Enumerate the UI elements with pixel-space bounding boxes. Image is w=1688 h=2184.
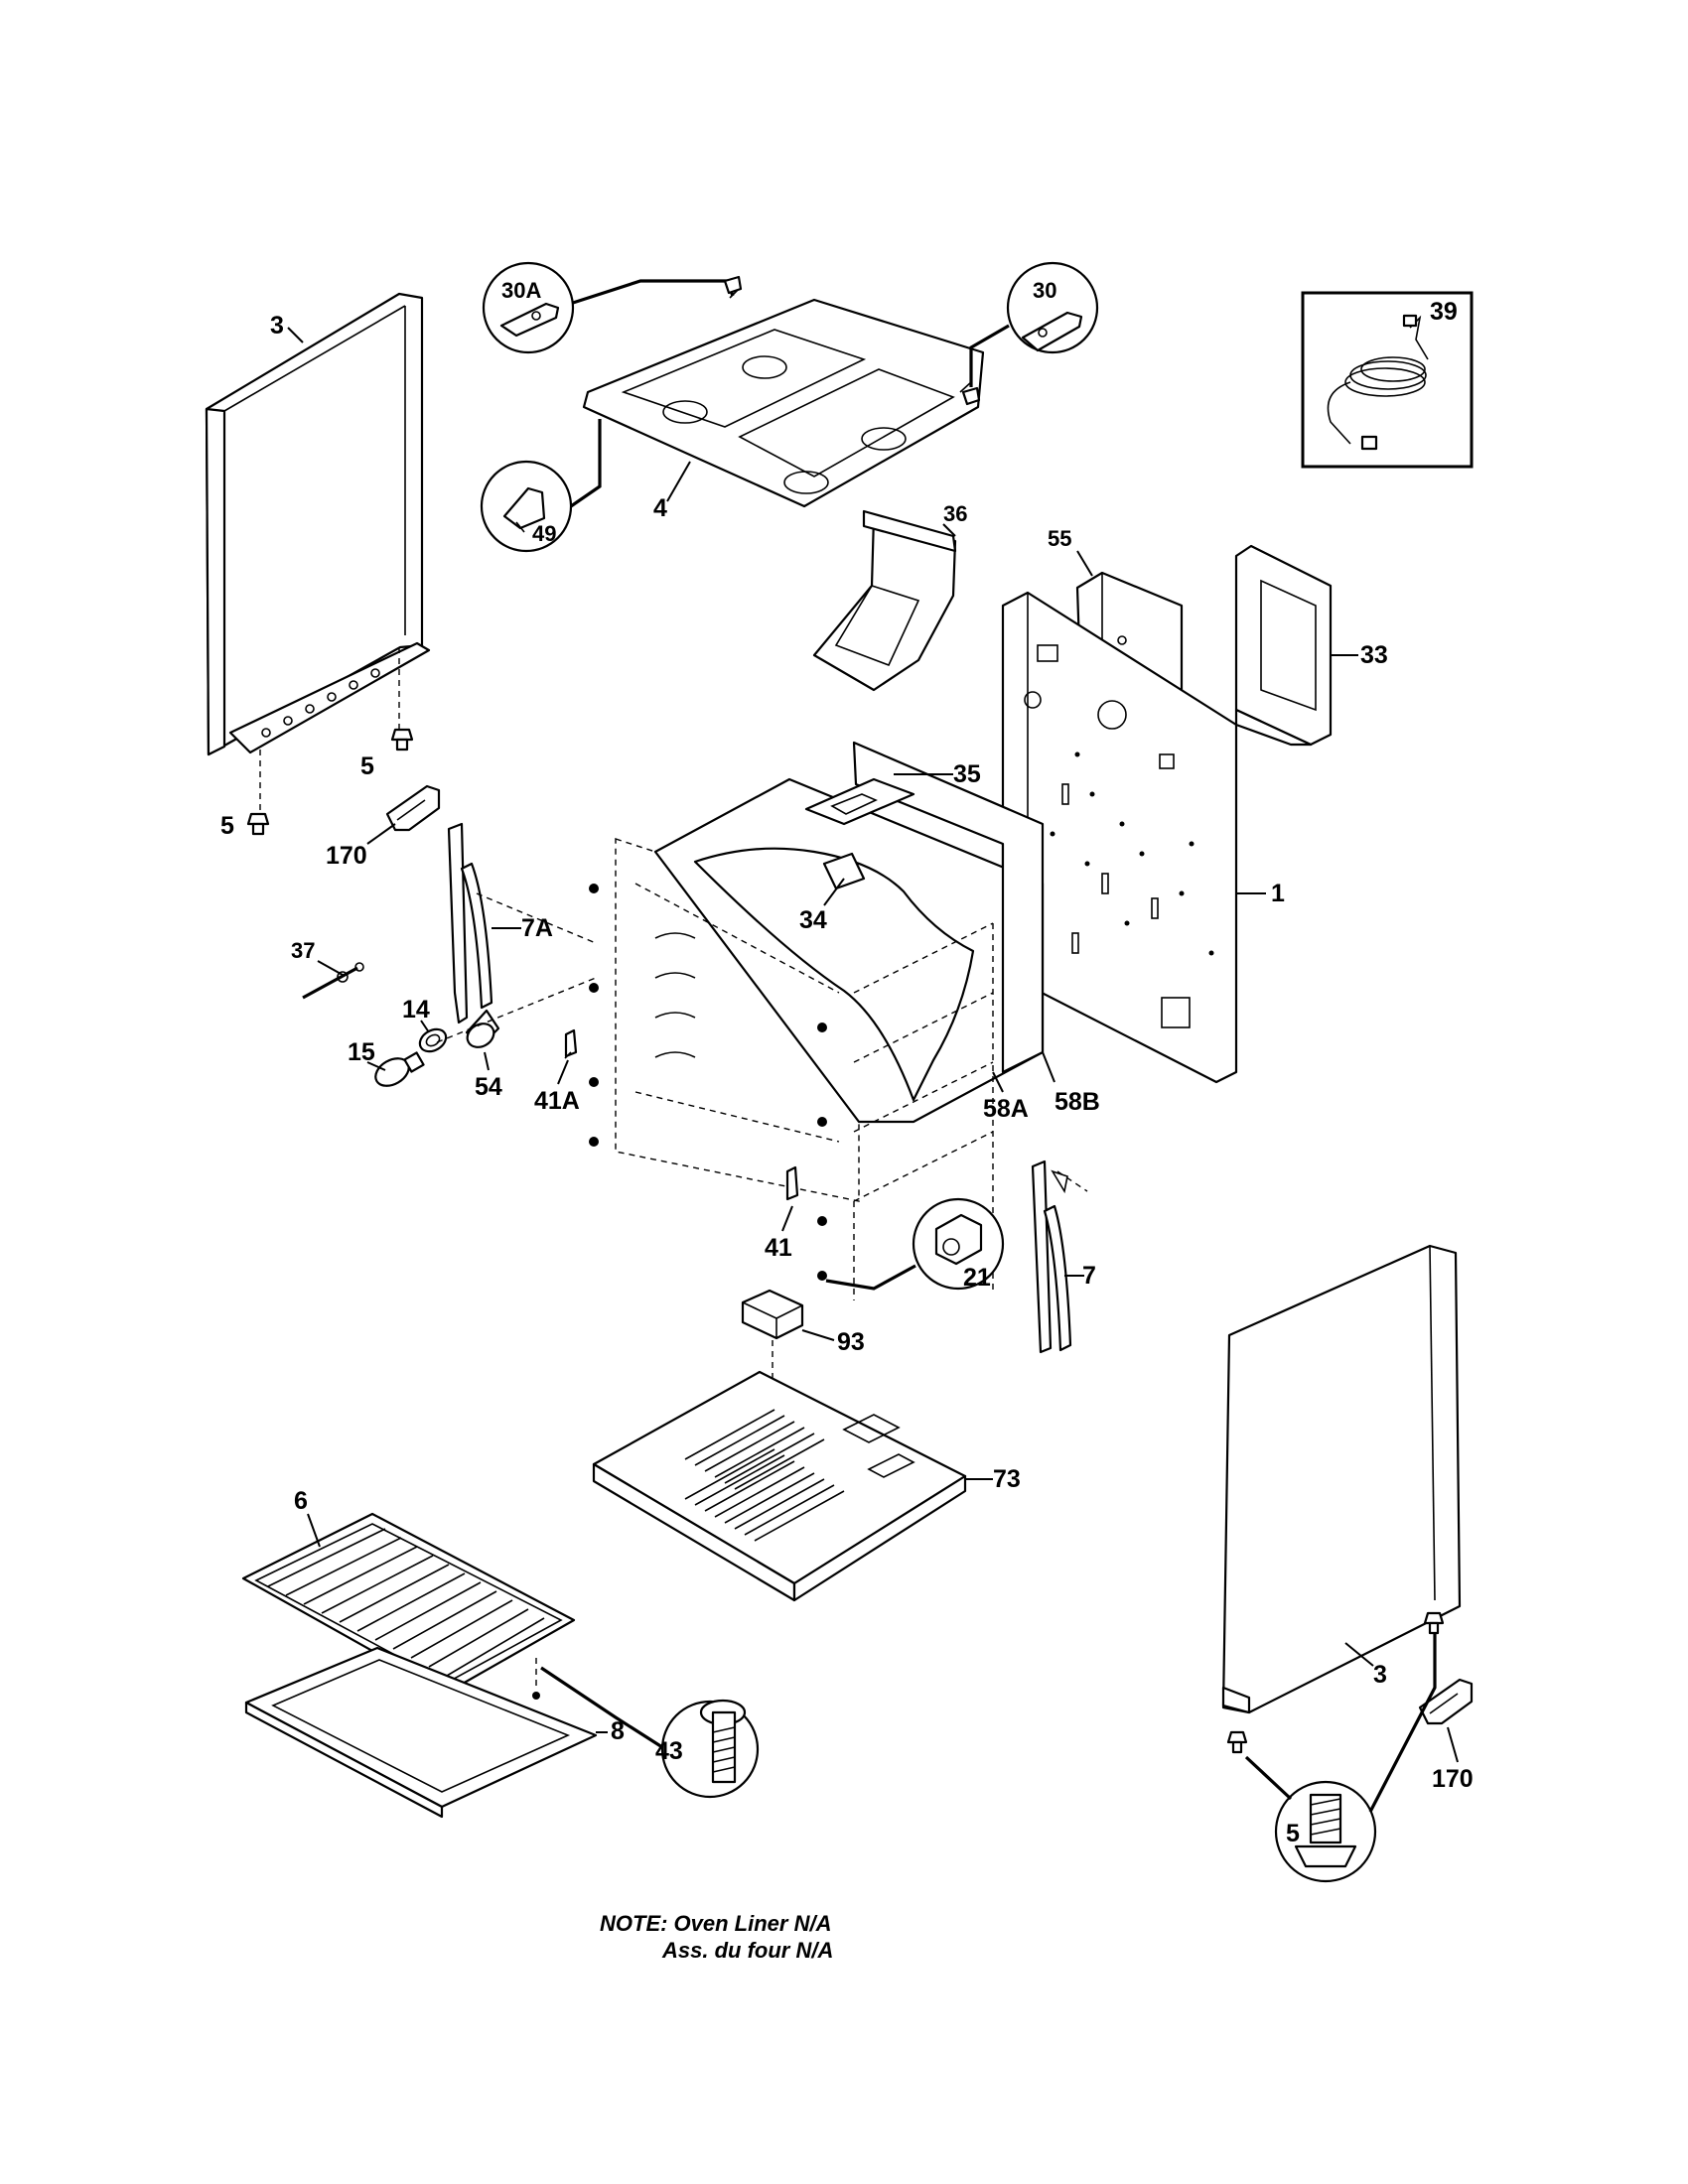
label-49: 49	[532, 521, 556, 546]
label-37: 37	[291, 938, 315, 963]
label-21: 21	[963, 1264, 991, 1292]
label-5-a: 5	[360, 752, 374, 780]
label-170-right: 170	[1432, 1765, 1474, 1793]
clip-41	[785, 1165, 799, 1201]
label-14: 14	[402, 996, 430, 1024]
light-bulb-15	[374, 1051, 425, 1087]
clip-41A	[564, 1028, 578, 1059]
screw-5-b	[246, 812, 270, 836]
wire-37	[302, 962, 364, 1000]
label-7A: 7A	[521, 914, 553, 942]
label-54: 54	[475, 1073, 502, 1101]
right-panel-screws	[1226, 1611, 1445, 1754]
note-line-1: NOTE: Oven Liner N/A	[600, 1911, 831, 1936]
oven-cavity	[615, 741, 1045, 1300]
right-side-panel	[1221, 1244, 1462, 1714]
label-8: 8	[611, 1717, 625, 1745]
label-5-circle: 5	[1286, 1820, 1300, 1847]
label-34: 34	[799, 906, 827, 934]
hinge-7	[1031, 1160, 1088, 1354]
socket-14	[418, 1027, 448, 1053]
label-93: 93	[837, 1328, 865, 1356]
label-5-b: 5	[220, 812, 234, 840]
label-15: 15	[348, 1038, 375, 1066]
left-side-panel	[205, 292, 431, 814]
label-58B: 58B	[1055, 1088, 1100, 1116]
label-3-right: 3	[1373, 1661, 1387, 1689]
label-33: 33	[1360, 641, 1388, 669]
detail-30A	[482, 261, 575, 354]
label-39: 39	[1430, 298, 1458, 326]
note-line-2: Ass. du four N/A	[661, 1938, 833, 1963]
cavity-screws-left	[589, 884, 827, 1281]
label-4: 4	[653, 494, 667, 522]
side-bracket-33	[1234, 544, 1333, 747]
bracket-170-right	[1418, 1678, 1474, 1725]
screw-5-a	[390, 728, 414, 751]
vent-duct-36	[812, 509, 957, 692]
bracket-170-left	[385, 784, 441, 832]
label-3-left: 3	[270, 312, 284, 340]
hinge-7A	[447, 822, 597, 1024]
main-top	[582, 287, 985, 508]
label-41A: 41A	[534, 1087, 580, 1115]
detail-39-power-cord	[1301, 291, 1474, 469]
label-55: 55	[1048, 526, 1071, 551]
label-35: 35	[953, 760, 981, 788]
bottom-panel-73	[592, 1370, 967, 1602]
part-93	[741, 1289, 804, 1340]
label-1: 1	[1271, 880, 1285, 907]
label-73: 73	[993, 1465, 1021, 1493]
label-170-left: 170	[326, 842, 367, 870]
label-43: 43	[655, 1737, 683, 1765]
label-7: 7	[1082, 1262, 1096, 1290]
label-30: 30	[1033, 278, 1056, 303]
detail-30	[1006, 261, 1099, 354]
detail-21	[912, 1197, 1005, 1291]
broiler-pan-8	[244, 1646, 598, 1819]
detail-43-screw	[660, 1699, 760, 1799]
label-58A: 58A	[983, 1095, 1029, 1123]
detail-49	[480, 460, 573, 553]
label-41: 41	[765, 1234, 792, 1262]
detail-5-leveling-leg	[1274, 1780, 1377, 1883]
label-6: 6	[294, 1487, 308, 1515]
lens-54	[465, 1009, 500, 1048]
label-30A: 30A	[501, 278, 541, 303]
label-36: 36	[943, 501, 967, 526]
